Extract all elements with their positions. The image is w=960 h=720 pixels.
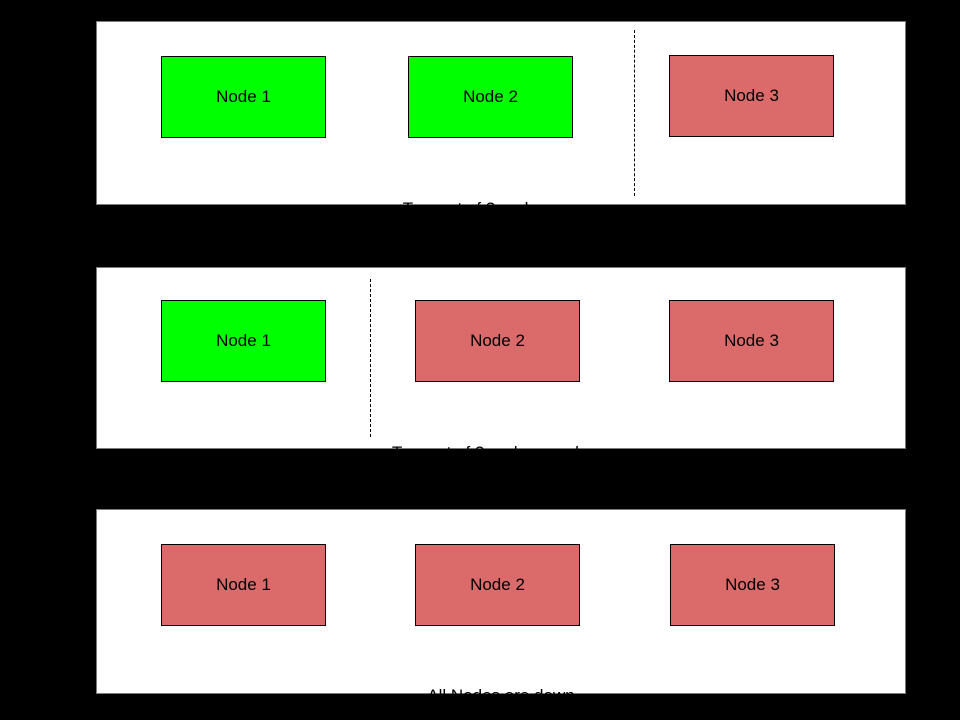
- node-box-3: Node 3: [669, 300, 834, 382]
- node-box-1: Node 1: [161, 300, 326, 382]
- node-label: Node 2: [470, 575, 525, 594]
- node-label: Node 3: [724, 331, 779, 350]
- node-label: Node 2: [470, 331, 525, 350]
- node-box-3: Node 3: [670, 544, 835, 626]
- panel-caption: All Nodes are down Majority Fails & Clus…: [97, 643, 905, 720]
- node-box-1: Node 1: [161, 56, 326, 138]
- caption-line-1: Two out of 3 nodes are up: [402, 199, 600, 218]
- partition-dashed-line: [370, 279, 371, 437]
- panel-all-nodes-down: Node 1 Node 2 Node 3 All Nodes are down …: [96, 509, 906, 705]
- panel-two-nodes-up: Node 1 Node 2 Node 3 Two out of 3 nodes …: [96, 21, 906, 281]
- caption-line-1: All Nodes are down: [427, 686, 575, 705]
- node-label: Node 1: [216, 87, 271, 106]
- node-box-1: Node 1: [161, 544, 326, 626]
- node-label: Node 3: [725, 575, 780, 594]
- node-label: Node 1: [216, 331, 271, 350]
- caption-line-1: Two out of 3 nodes are down: [391, 443, 611, 462]
- node-box-3: Node 3: [669, 55, 834, 137]
- node-label: Node 3: [724, 86, 779, 105]
- node-box-2: Node 2: [415, 300, 580, 382]
- node-label: Node 1: [216, 575, 271, 594]
- partition-dashed-line: [634, 30, 635, 196]
- panel-two-nodes-down: Node 1 Node 2 Node 3 Two out of 3 nodes …: [96, 267, 906, 525]
- node-box-2: Node 2: [415, 544, 580, 626]
- node-box-2: Node 2: [408, 56, 573, 138]
- node-label: Node 2: [463, 87, 518, 106]
